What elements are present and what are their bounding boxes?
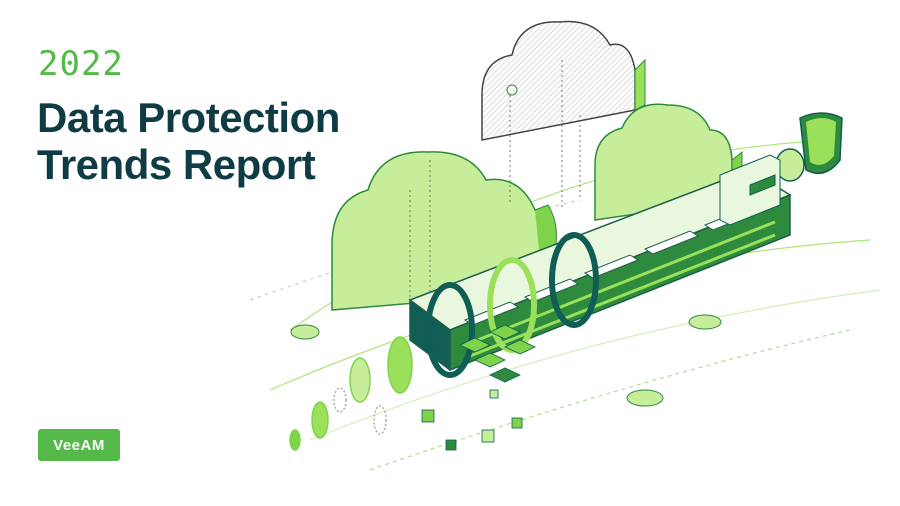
year-label: 2022: [38, 44, 124, 84]
title-line-2: Trends Report: [37, 141, 316, 188]
brand-logo: VeeAM: [38, 429, 120, 461]
cloud-icon: [481, 20, 646, 141]
shield-icon: [775, 112, 843, 182]
report-title: Data Protection Trends Report: [37, 94, 340, 188]
data-cube-icon: [459, 324, 536, 383]
title-line-1: Data Protection: [37, 94, 340, 141]
isometric-illustration: [250, 20, 881, 471]
logo-text: VeeAM: [53, 436, 105, 454]
